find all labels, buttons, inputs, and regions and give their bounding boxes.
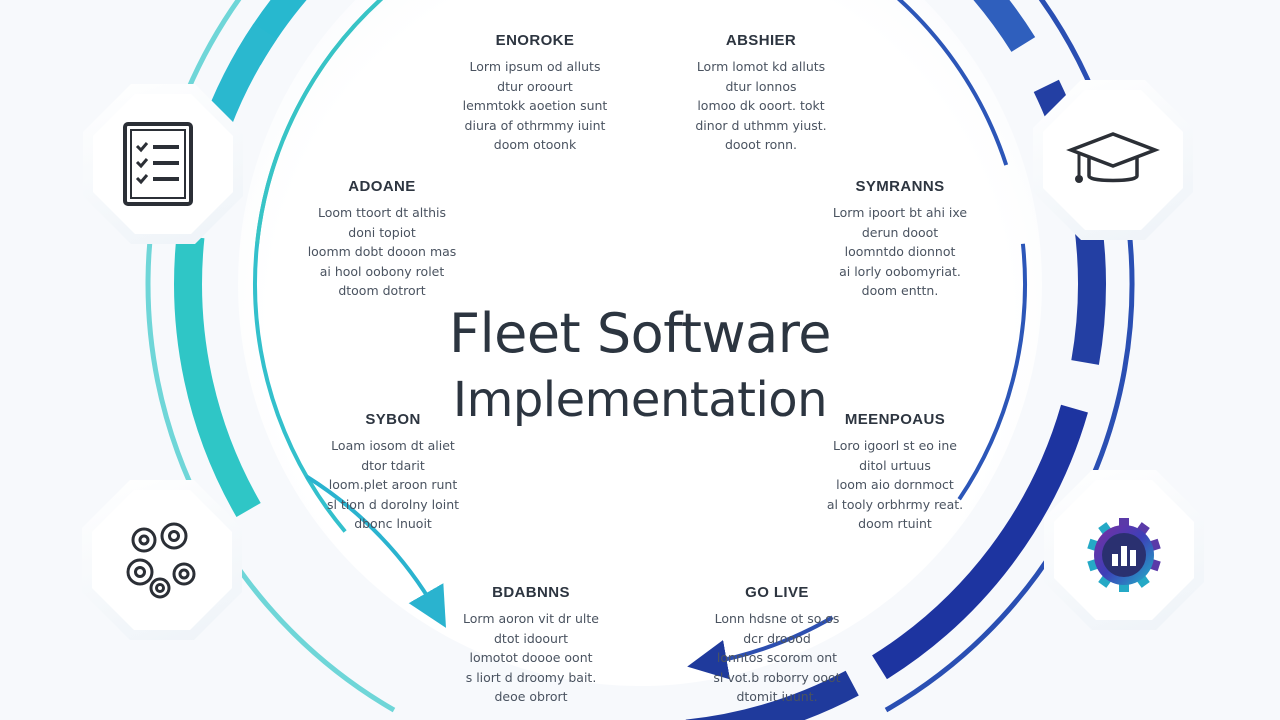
checklist-card [83, 84, 243, 244]
phase-text: Lorm ipoort bt ahi ixe [832, 205, 968, 220]
phase-text: s liort d droomy bait. [465, 669, 597, 685]
phase-text: lomoo dk ooort. tokt [697, 98, 825, 113]
analytics-card [1044, 470, 1204, 630]
phase-3: ADOANE Loom ttoort dt althis doni topiot… [287, 178, 477, 301]
phase-text: loomm dobt dooon mas [307, 244, 457, 259]
phase-6: MEENPOAUS Loro igoorl st eo ine ditol ur… [800, 411, 990, 534]
phase-text: loom aio dornmoct [836, 477, 954, 492]
phase-text: doom enttn. [861, 283, 939, 298]
phase-text: deoe obrort [494, 689, 568, 704]
inner-arc [896, 0, 1009, 166]
inner-arc [255, 0, 384, 245]
phase-text: dtoom dotrort [338, 283, 426, 298]
gear-tooth [1119, 582, 1129, 592]
training-card [1033, 80, 1193, 240]
diagram-title: Fleet Software [449, 302, 831, 365]
ring-segment [685, 670, 859, 720]
phase-text: dinor d uthmm yiust. [695, 117, 827, 133]
phase-text: lonntos scorom ont [716, 650, 838, 665]
phase-text: Loro igoorl st eo ine [833, 438, 957, 453]
phase-heading: ENOROKE [495, 32, 575, 49]
phase-text: dbonc lnuoit [354, 516, 432, 531]
phase-text: sl vot.b roborry ooot [713, 669, 841, 685]
phase-text: dtur oroourt [497, 78, 573, 94]
ring-segment [973, 0, 1036, 52]
phase-text: al tooly orbhrmy reat. [826, 496, 964, 512]
phase-8: GO LIVE Lonn hdsne ot so.os dcr droood l… [682, 584, 872, 707]
phase-text: doom rtuint [858, 516, 932, 531]
phase-text: Lorm lomot kd alluts [696, 59, 826, 74]
analytics-gear-icon [1087, 518, 1161, 592]
phase-text: dcr droood [743, 630, 811, 646]
phase-heading: GO LIVE [745, 584, 809, 601]
inner-arc-arrow [305, 474, 447, 628]
graduation-cap-icon [1066, 132, 1160, 183]
phase-text: diura of othrmmy iuint [464, 117, 606, 133]
gear-tooth [1119, 518, 1129, 528]
phase-text: ai hool oobony rolet [319, 263, 445, 279]
inner-arc [281, 0, 384, 141]
phase-text: dooot ronn. [724, 137, 798, 152]
phase-text: Lorm aoron vit dr ulte [463, 611, 599, 626]
inner-arc [957, 243, 1027, 501]
center-disc [238, 0, 1042, 686]
phase-text: sl tion d dorolny loint [326, 496, 460, 512]
phase-text: Lonn hdsne ot so.os [714, 611, 840, 626]
phase-7: BDABNNS Lorm aoron vit dr ulte dtot idoo… [436, 584, 626, 707]
phase-heading: SYMRANNS [855, 178, 945, 195]
phase-4: SYMRANNS Lorm ipoort bt ahi ixe derun do… [805, 178, 995, 301]
phase-text: loomntdo dionnot [844, 244, 956, 259]
phase-text: ai lorly oobomyriat. [839, 263, 961, 279]
phase-text: dtur lonnos [725, 78, 797, 94]
phase-text: doni topiot [348, 224, 416, 240]
phase-text: dtot idoourt [493, 630, 569, 646]
phase-text: doom otoonk [493, 137, 577, 152]
ring-segment [872, 404, 1088, 680]
phase-heading: ADOANE [348, 178, 416, 195]
gears-icon [126, 522, 196, 599]
phase-heading: ABSHIER [725, 32, 797, 49]
phase-5: SYBON Loam iosom dt aliet dtor tdarit lo… [298, 411, 488, 534]
phase-heading: MEENPOAUS [844, 411, 946, 428]
checklist-icon [123, 122, 193, 206]
phase-text: ditol urtuus [859, 457, 931, 473]
diagram-subtitle: Implementation [452, 372, 828, 428]
ring-guide-arc [175, 0, 242, 117]
phase-1: ENOROKE Lorm ipsum od alluts dtur oroour… [440, 32, 630, 155]
ring-segment [174, 235, 261, 517]
phase-heading: SYBON [365, 411, 421, 428]
phase-text: Lorm ipsum od alluts [469, 59, 601, 74]
inner-arc-arrow [687, 615, 834, 680]
phase-text: dtor tdarit [361, 457, 425, 473]
phase-text: derun dooot [861, 224, 939, 240]
phase-text: loom.plet aroon runt [328, 477, 458, 492]
configuration-card [82, 480, 242, 640]
phase-heading: BDABNNS [492, 584, 570, 601]
phase-text: dtomit iuunt. [736, 689, 818, 704]
phase-text: Loam iosom dt aliet [331, 438, 455, 453]
phase-2: ABSHIER Lorm lomot kd alluts dtur lonnos… [666, 32, 856, 155]
ring-guide-arc [884, 0, 1135, 713]
phase-text: lomotot doooe oont [469, 650, 593, 665]
phase-text: Loom ttoort dt althis [317, 205, 447, 220]
phase-text: lemmtokk aoetion sunt [462, 98, 608, 113]
